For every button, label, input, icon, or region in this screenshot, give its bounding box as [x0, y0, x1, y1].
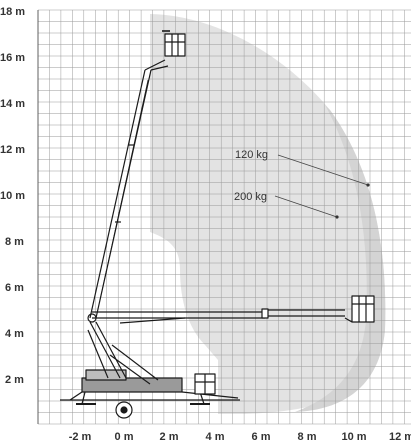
working-envelope	[150, 14, 386, 414]
chassis	[60, 369, 240, 405]
side-basket-icon	[344, 295, 375, 323]
y-tick-label: 2 m	[5, 374, 24, 386]
leader-line	[277, 154, 369, 186]
horizontal-boom	[92, 308, 345, 324]
load-label: 200 kg	[234, 191, 267, 203]
y-tick-label: 14 m	[0, 98, 25, 110]
y-tick-label: 16 m	[0, 52, 25, 64]
x-axis-labels: -2 m 0 m 2 m 4 m 6 m 8 m 10 m 12 m	[69, 431, 411, 443]
envelope-band	[295, 105, 386, 412]
x-tick-label: 8 m	[298, 431, 317, 443]
trailer-mounted-boom-lift-icon	[60, 30, 375, 419]
x-tick-label: 4 m	[206, 431, 225, 443]
wheel-icon	[115, 401, 133, 419]
y-tick-label: 6 m	[5, 282, 24, 294]
lower-arm	[87, 321, 159, 385]
y-tick-label: 12 m	[0, 144, 25, 156]
y-axis-labels: 2 m 4 m 6 m 8 m 10 m 12 m 14 m 16 m 18 m	[0, 6, 25, 386]
y-tick-label: 18 m	[0, 6, 25, 18]
x-tick-label: 10 m	[341, 431, 366, 443]
x-tick-label: 6 m	[252, 431, 271, 443]
load-callout-120kg: 120 kg	[235, 149, 370, 187]
top-basket-icon	[162, 30, 186, 57]
outer-envelope	[150, 14, 386, 414]
leader-dot	[366, 183, 370, 187]
load-callout-200kg: 200 kg	[234, 191, 339, 219]
grid-lines	[37, 9, 411, 425]
load-label: 120 kg	[235, 149, 268, 161]
leader-line	[274, 195, 338, 218]
vertical-boom	[89, 59, 169, 319]
x-tick-label: 12 m	[389, 431, 411, 443]
x-tick-label: 2 m	[160, 431, 179, 443]
y-tick-label: 8 m	[5, 236, 24, 248]
leader-dot	[335, 215, 339, 219]
y-tick-label: 4 m	[5, 328, 24, 340]
x-tick-label: 0 m	[115, 431, 134, 443]
x-tick-label: -2 m	[69, 431, 92, 443]
stowed-basket-icon	[194, 373, 216, 395]
y-tick-label: 10 m	[0, 190, 25, 202]
